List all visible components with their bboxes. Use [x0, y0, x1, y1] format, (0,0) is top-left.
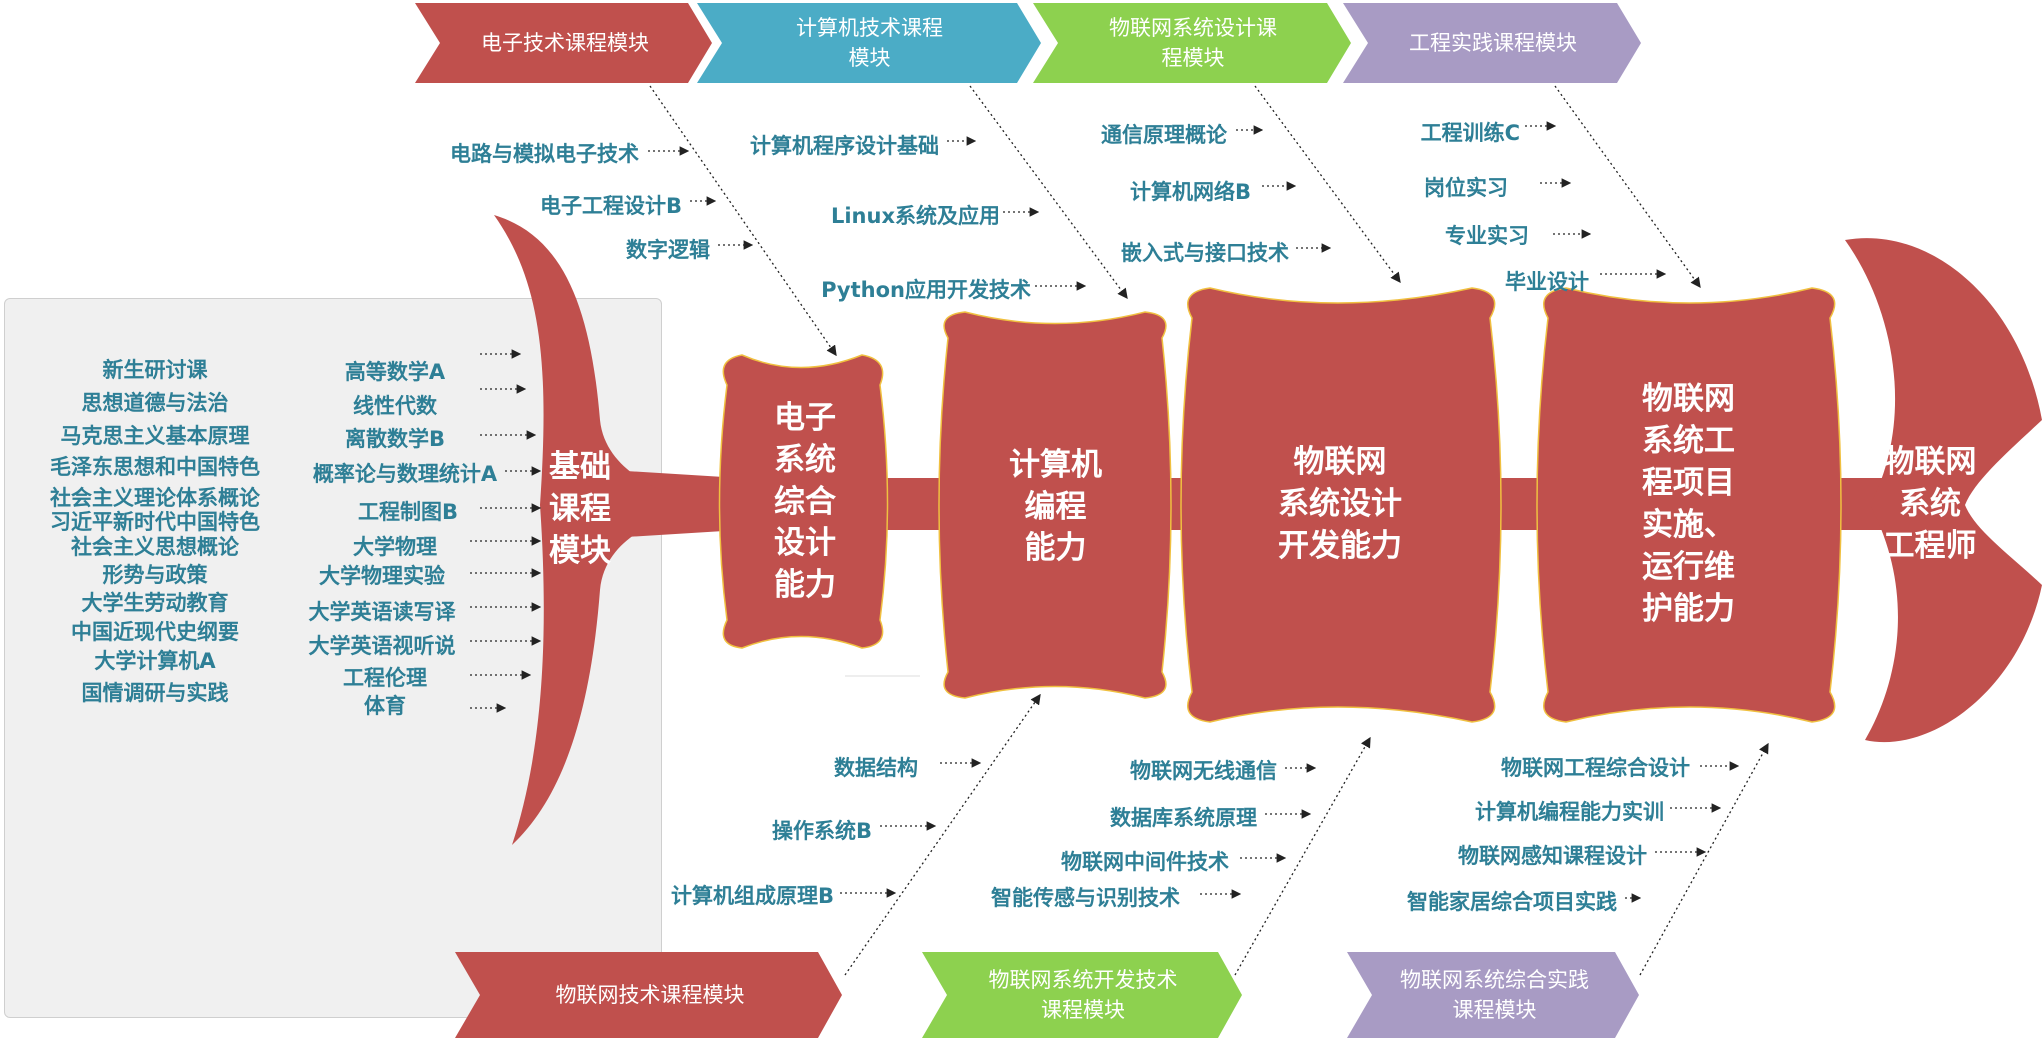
- banner-iot-dev: 物联网系统开发技术 课程模块: [988, 967, 1178, 1022]
- banner-electronics: 电子技术课程模块: [481, 30, 649, 55]
- base-course-2: 思想道德与法治: [81, 391, 229, 415]
- banner-iot-practice: 物联网系统综合实践 课程模块: [1400, 967, 1589, 1022]
- banner-shape-iot-design: [1033, 3, 1351, 83]
- base-course-ethics: 工程伦理: [343, 666, 427, 690]
- bone-iot-dev: [1234, 736, 1371, 976]
- banner-shape-practice: [1343, 3, 1641, 83]
- course-arrows: [470, 121, 1740, 903]
- node-shape-computer: [938, 311, 1172, 699]
- base-course-10: 中国近现代史纲要: [71, 620, 239, 644]
- node-iot-design: 物联网 系统设计 开发能力: [1278, 444, 1402, 564]
- base-course-8: 形势与政策: [102, 563, 208, 587]
- iot-design-course-2: 计算机网络B: [1129, 180, 1251, 204]
- base-module-shape: [494, 215, 660, 845]
- practice-course-1: 工程训练C: [1420, 121, 1520, 145]
- base-course-12: 国情调研与实践: [81, 681, 229, 705]
- base-course-pe: 体育: [364, 694, 406, 718]
- iot-dev-course-4: 智能传感与识别技术: [991, 886, 1180, 910]
- bone-iot-tech: [844, 693, 1041, 976]
- banner-iot-tech: 物联网技术课程模块: [555, 982, 745, 1007]
- goal-head-shape: [1845, 238, 2042, 743]
- base-course-9: 大学生劳动教育: [81, 591, 229, 615]
- elec-course-1: 电路与模拟电子技术: [450, 142, 639, 166]
- iot-dev-course-3: 物联网中间件技术: [1061, 850, 1229, 874]
- iot-practice-course-4: 智能家居综合项目实践: [1407, 890, 1617, 914]
- banner-computer: 计算机技术课程 模块: [796, 15, 943, 70]
- bone-electronics: [649, 85, 837, 357]
- iot-practice-course-3: 物联网感知课程设计: [1458, 844, 1647, 868]
- base-course-math: 高等数学A: [344, 360, 446, 384]
- banner-shape-electronics: [415, 3, 712, 83]
- banner-shape-computer: [697, 3, 1041, 83]
- base-course-drawing: 工程制图B: [357, 500, 459, 524]
- practice-course-3: 专业实习: [1445, 224, 1529, 248]
- base-course-11: 大学计算机A: [94, 649, 216, 673]
- goal-label: 物联网 系统 工程师: [1883, 444, 1977, 564]
- iot-design-course-3: 嵌入式与接口技术: [1121, 241, 1289, 265]
- banner-shape-iot-practice: [1347, 952, 1639, 1038]
- base-course-english-ls: 大学英语视听说: [308, 634, 456, 658]
- base-course-probability: 概率论与数理统计A: [312, 462, 498, 486]
- banner-shape-iot-dev: [922, 952, 1242, 1038]
- bone-computer: [969, 85, 1128, 300]
- base-course-linear: 线性代数: [353, 394, 437, 418]
- iot-practice-course-2: 计算机编程能力实训: [1475, 800, 1664, 824]
- base-course-physics: 大学物理: [353, 535, 437, 559]
- elec-course-3: 数字逻辑: [626, 238, 710, 262]
- base-course-physics-lab: 大学物理实验: [319, 564, 445, 588]
- iot-design-course-1: 通信原理概论: [1101, 123, 1227, 147]
- practice-course-4: 毕业设计: [1505, 270, 1589, 294]
- comp-course-3: Python应用开发技术: [821, 278, 1031, 302]
- base-module-label: 基础 课程 模块: [549, 449, 611, 569]
- node-shape-electronic: [718, 354, 889, 649]
- iot-tech-course-2: 操作系统B: [771, 819, 872, 843]
- node-shape-iot-design: [1180, 287, 1502, 723]
- base-course-6: 习近平新时代中国特色: [50, 510, 260, 534]
- iot-tech-course-1: 数据结构: [834, 756, 918, 780]
- bone-practice: [1554, 85, 1701, 289]
- base-course-4: 毛泽东思想和中国特色: [50, 455, 260, 479]
- base-course-3: 马克思主义基本原理: [60, 424, 250, 448]
- bone-iot-practice: [1639, 742, 1769, 976]
- iot-dev-course-2: 数据库系统原理: [1110, 806, 1257, 830]
- iot-tech-course-3: 计算机组成原理B: [670, 884, 834, 908]
- comp-course-1: 计算机程序设计基础: [750, 134, 939, 158]
- banner-iot-design: 物联网系统设计课 程模块: [1109, 15, 1277, 70]
- node-shape-iot-ops: [1536, 287, 1842, 723]
- base-course-discrete: 离散数学B: [344, 427, 446, 451]
- elec-course-2: 电子工程设计B: [539, 194, 682, 218]
- practice-course-2: 岗位实习: [1424, 176, 1508, 200]
- node-electronic-design: 电子 系统 综合 设计 能力: [774, 399, 836, 604]
- iot-practice-course-1: 物联网工程综合设计: [1501, 756, 1690, 780]
- node-programming: 计算机 编程 能力: [1009, 446, 1102, 567]
- banner-shape-iot-tech: [455, 952, 842, 1038]
- base-course-english-rw: 大学英语读写译: [308, 600, 456, 624]
- banner-practice: 工程实践课程模块: [1409, 30, 1577, 55]
- base-course-7: 社会主义思想概论: [71, 535, 239, 559]
- base-course-1: 新生研讨课: [102, 358, 208, 382]
- node-iot-ops: 物联网 系统工 程项目 实施、 运行维 护能力: [1642, 381, 1735, 627]
- iot-dev-course-1: 物联网无线通信: [1130, 759, 1277, 783]
- base-course-5: 社会主义理论体系概论: [50, 486, 260, 510]
- comp-course-2: Linux系统及应用: [830, 204, 1000, 228]
- bone-iot-design: [1254, 85, 1401, 284]
